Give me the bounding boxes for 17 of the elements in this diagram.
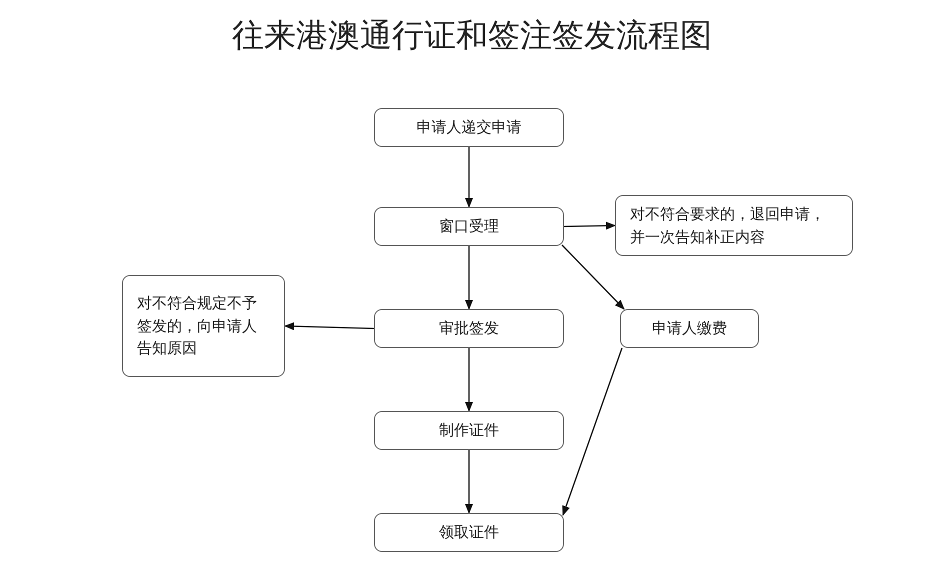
process-box: 制作证件 <box>374 411 564 450</box>
arrow <box>465 246 473 310</box>
process-box: 审批签发 <box>374 309 564 348</box>
process-box: 窗口受理 <box>374 207 564 246</box>
arrow <box>562 348 623 516</box>
arrow <box>465 147 473 208</box>
arrow <box>465 348 473 412</box>
process-box: 申请人缴费 <box>620 309 759 348</box>
arrow <box>564 222 616 230</box>
process-box: 申请人递交申请 <box>374 108 564 147</box>
note-box: 对不符合要求的，退回申请，并一次告知补正内容 <box>615 195 853 256</box>
title: 往来港澳通行证和签注签发流程图 <box>231 15 713 56</box>
arrow <box>284 322 374 330</box>
process-box: 领取证件 <box>374 513 564 552</box>
note-box: 对不符合规定不予签发的，向申请人告知原因 <box>122 275 285 377</box>
arrow <box>562 244 625 310</box>
arrow <box>465 450 473 514</box>
